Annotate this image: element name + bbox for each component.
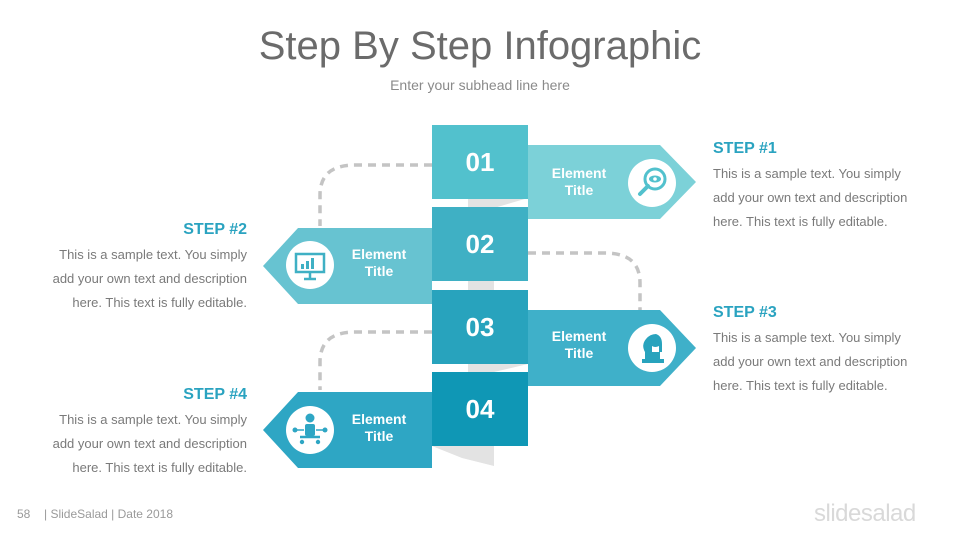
arrow-label-1-line2: Title — [564, 182, 594, 198]
step-number-4: 04 — [465, 393, 495, 424]
step-number-box-3: 03 — [432, 290, 528, 364]
arrow-label-4-line2: Title — [364, 428, 394, 444]
step-1-text: This is a sample text. You simply add yo… — [713, 162, 943, 234]
brand-logo: slidesalad — [814, 500, 916, 527]
step-3-text-line: add your own text and description — [713, 354, 908, 369]
step-3-heading: STEP #3 — [713, 304, 777, 321]
step-1-description: STEP #1 This is a sample text. You simpl… — [713, 140, 943, 234]
step-number-3: 03 — [465, 311, 495, 342]
arrow-label-2-line2: Title — [364, 263, 394, 279]
arrow-label-1-line1: Element — [551, 165, 607, 181]
step-4-text-line: here. This text is fully editable. — [72, 460, 247, 475]
footer-text: | SlideSalad | Date 2018 — [44, 507, 173, 521]
arrow-label-3-line1: Element — [551, 328, 607, 344]
step-number-box-1: 01 — [432, 125, 528, 199]
fold-shadow-4 — [432, 446, 494, 466]
step-number-1: 01 — [465, 146, 495, 177]
step-4-heading: STEP #4 — [183, 386, 247, 403]
fold-shadow-3 — [468, 364, 528, 372]
fold-shadow-1 — [468, 198, 528, 208]
presentation-board-icon — [286, 241, 334, 289]
step-2-description: STEP #2 This is a sample text. You simpl… — [17, 221, 247, 315]
connector-2-3 — [528, 251, 642, 310]
arrow-label-2-line1: Element — [351, 246, 407, 262]
step-3-text-line: This is a sample text. You simply — [713, 330, 901, 345]
step-number-box-4: 04 — [432, 372, 528, 446]
step-1-text-line: add your own text and description — [713, 190, 908, 205]
step-4-text-line: This is a sample text. You simply — [59, 412, 247, 427]
arrow-label-3-line2: Title — [564, 345, 594, 361]
step-number-box-2: 02 — [432, 207, 528, 281]
step-2-text-line: This is a sample text. You simply — [59, 247, 247, 262]
connector-1-2 — [318, 163, 432, 226]
step-4-description: STEP #4 This is a sample text. You simpl… — [17, 386, 247, 480]
connector-3-4 — [318, 330, 432, 390]
page-number: 58 — [17, 507, 31, 521]
step-2-heading: STEP #2 — [183, 221, 247, 238]
arrow-label-1: Element Title — [540, 165, 618, 199]
step-3-text: This is a sample text. You simply add yo… — [713, 326, 943, 398]
step-2-text-line: here. This text is fully editable. — [72, 295, 247, 310]
step-1-text-line: This is a sample text. You simply — [713, 166, 901, 181]
step-4-text: This is a sample text. You simply add yo… — [17, 408, 247, 480]
arrow-label-4-line1: Element — [351, 411, 407, 427]
step-4-text-line: add your own text and description — [52, 436, 247, 451]
chess-knight-icon — [628, 324, 676, 372]
step-3-text-line: here. This text is fully editable. — [713, 378, 888, 393]
fold-shadow-2 — [468, 280, 494, 290]
arrow-label-3: Element Title — [540, 328, 618, 362]
step-number-2: 02 — [465, 228, 495, 259]
step-1-text-line: here. This text is fully editable. — [713, 214, 888, 229]
step-2-text-line: add your own text and description — [52, 271, 247, 286]
search-eye-icon — [628, 159, 676, 207]
step-2-text: This is a sample text. You simply add yo… — [17, 243, 247, 315]
step-1-heading: STEP #1 — [713, 140, 777, 157]
businessman-network-icon — [286, 406, 334, 454]
page-subtitle: Enter your subhead line here — [390, 77, 570, 93]
step-3-description: STEP #3 This is a sample text. You simpl… — [713, 304, 943, 398]
page-title: Step By Step Infographic — [258, 24, 702, 68]
arrow-label-4: Element Title — [340, 411, 418, 445]
arrow-label-2: Element Title — [340, 246, 418, 280]
